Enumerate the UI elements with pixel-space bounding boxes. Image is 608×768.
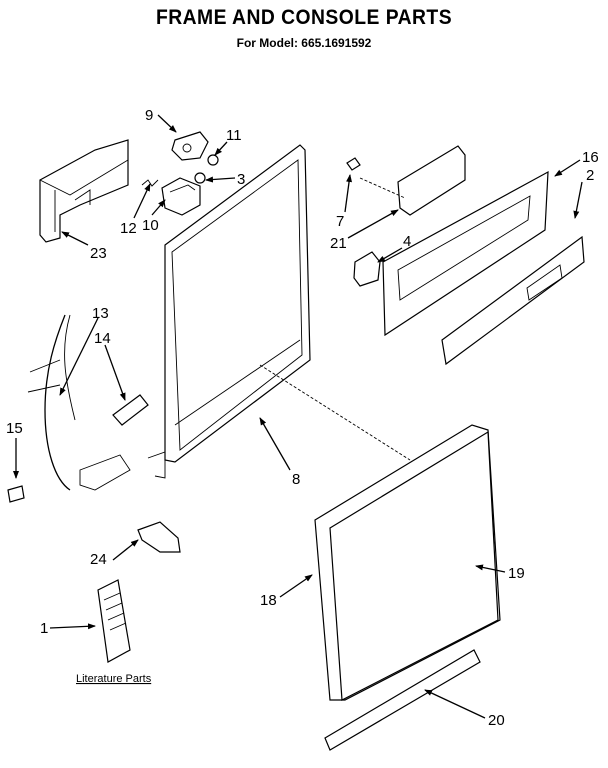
literature-parts-label: Literature Parts xyxy=(76,673,152,685)
part-1-literature-booklet xyxy=(97,579,131,663)
part-2-panel-overlay xyxy=(441,235,585,366)
part-8-door-frame xyxy=(147,144,311,479)
part-23-cover-bracket xyxy=(39,139,129,243)
label-18: 18 xyxy=(260,592,277,609)
part-16-console-panel xyxy=(382,170,549,337)
label-19: 19 xyxy=(508,565,525,582)
diagram-title: FRAME AND CONSOLE PARTS xyxy=(155,6,453,29)
part-24-clip xyxy=(137,521,181,553)
part-10-switch-bracket xyxy=(161,177,201,216)
label-11: 11 xyxy=(226,127,242,144)
label-7: 7 xyxy=(336,213,344,230)
model-subtitle: For Model: 665.1691592 xyxy=(236,36,372,50)
callout-labels: 9 11 3 12 10 23 13 14 15 8 7 21 4 16 2 1… xyxy=(6,107,599,729)
label-8: 8 xyxy=(292,471,300,488)
label-14: 14 xyxy=(94,330,111,347)
part-19-door-panel-rear xyxy=(329,430,499,701)
part-12-spring xyxy=(141,179,159,187)
label-24: 24 xyxy=(90,551,107,568)
label-15: 15 xyxy=(6,420,23,437)
part-4-selector xyxy=(353,251,381,287)
part-11-screw xyxy=(207,154,219,166)
part-7-screw xyxy=(346,157,361,171)
part-15-screw xyxy=(7,485,25,503)
label-23: 23 xyxy=(90,245,107,262)
part-20-bottom-trim xyxy=(324,649,481,751)
label-4: 4 xyxy=(403,233,411,250)
label-13: 13 xyxy=(92,305,109,322)
part-3-nut xyxy=(194,172,206,184)
part-21-control-board xyxy=(397,145,466,216)
leader-lines xyxy=(13,114,583,719)
label-12: 12 xyxy=(120,220,137,237)
part-14-sensor xyxy=(112,394,149,426)
label-9: 9 xyxy=(145,107,153,124)
label-16: 16 xyxy=(582,149,599,166)
label-21: 21 xyxy=(330,235,347,252)
part-9-switch xyxy=(171,131,209,161)
label-3: 3 xyxy=(237,171,245,188)
label-1: 1 xyxy=(40,620,48,637)
label-10: 10 xyxy=(142,217,159,234)
label-20: 20 xyxy=(488,712,505,729)
label-2: 2 xyxy=(586,167,594,184)
part-13-wire-harness xyxy=(27,314,131,491)
